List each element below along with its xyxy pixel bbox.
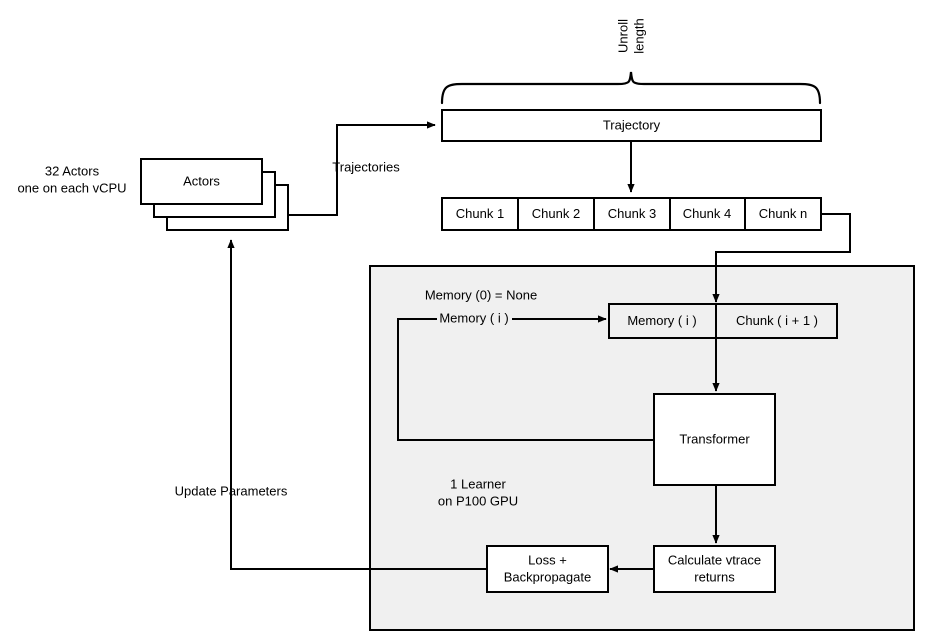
connector-update-parameters xyxy=(227,239,487,570)
memory-i-cell[interactable]: Memory ( i ) xyxy=(627,313,696,328)
learner-annotation-line2: on P100 GPU xyxy=(438,493,518,508)
vtrace-label-line1: Calculate vtrace xyxy=(668,552,761,567)
memory-chunk-row xyxy=(608,303,838,339)
transformer-box[interactable] xyxy=(653,393,776,486)
learner-annotation-line1: 1 Learner xyxy=(450,476,506,491)
loss-label-line1: Loss + xyxy=(528,552,567,567)
chunk-cell-n[interactable]: Chunk n xyxy=(759,206,807,221)
actors-annotation-line1: 32 Actors xyxy=(45,163,100,178)
chunks-row xyxy=(441,197,822,231)
memory-zero-label: Memory (0) = None xyxy=(425,287,537,302)
chunk-cell-1[interactable]: Chunk 1 xyxy=(456,206,504,221)
connector-chunkn-to-memoryrow xyxy=(712,213,851,303)
trajectory-label: Trajectory xyxy=(603,117,661,132)
chunk-i-plus-1-cell[interactable]: Chunk ( i + 1 ) xyxy=(736,313,818,328)
unroll-length-label-line2: length xyxy=(631,18,646,53)
unroll-length-brace xyxy=(440,71,822,105)
edge-label-trajectories: Trajectories xyxy=(332,159,400,174)
actors-annotation-line2: one on each vCPU xyxy=(17,180,126,195)
chunk-cell-4[interactable]: Chunk 4 xyxy=(683,206,731,221)
transformer-label: Transformer xyxy=(679,431,750,446)
actors-box-front[interactable] xyxy=(140,158,263,205)
edge-label-update-parameters: Update Parameters xyxy=(175,483,288,498)
trajectory-box[interactable] xyxy=(441,109,822,142)
unroll-length-label-line1: Unroll xyxy=(615,19,630,53)
actors-box-label: Actors xyxy=(183,173,220,188)
edge-label-memory-i: Memory ( i ) xyxy=(439,310,508,325)
loss-backprop-box[interactable] xyxy=(486,545,609,593)
loss-label-line2: Backpropagate xyxy=(504,569,591,584)
chunk-cell-3[interactable]: Chunk 3 xyxy=(608,206,656,221)
connector-trajectories xyxy=(285,121,436,216)
memory-i-edge-label-bg xyxy=(437,311,512,327)
chunk-cell-2[interactable]: Chunk 2 xyxy=(532,206,580,221)
vtrace-label-line2: returns xyxy=(694,569,735,584)
vtrace-box[interactable] xyxy=(653,545,776,593)
